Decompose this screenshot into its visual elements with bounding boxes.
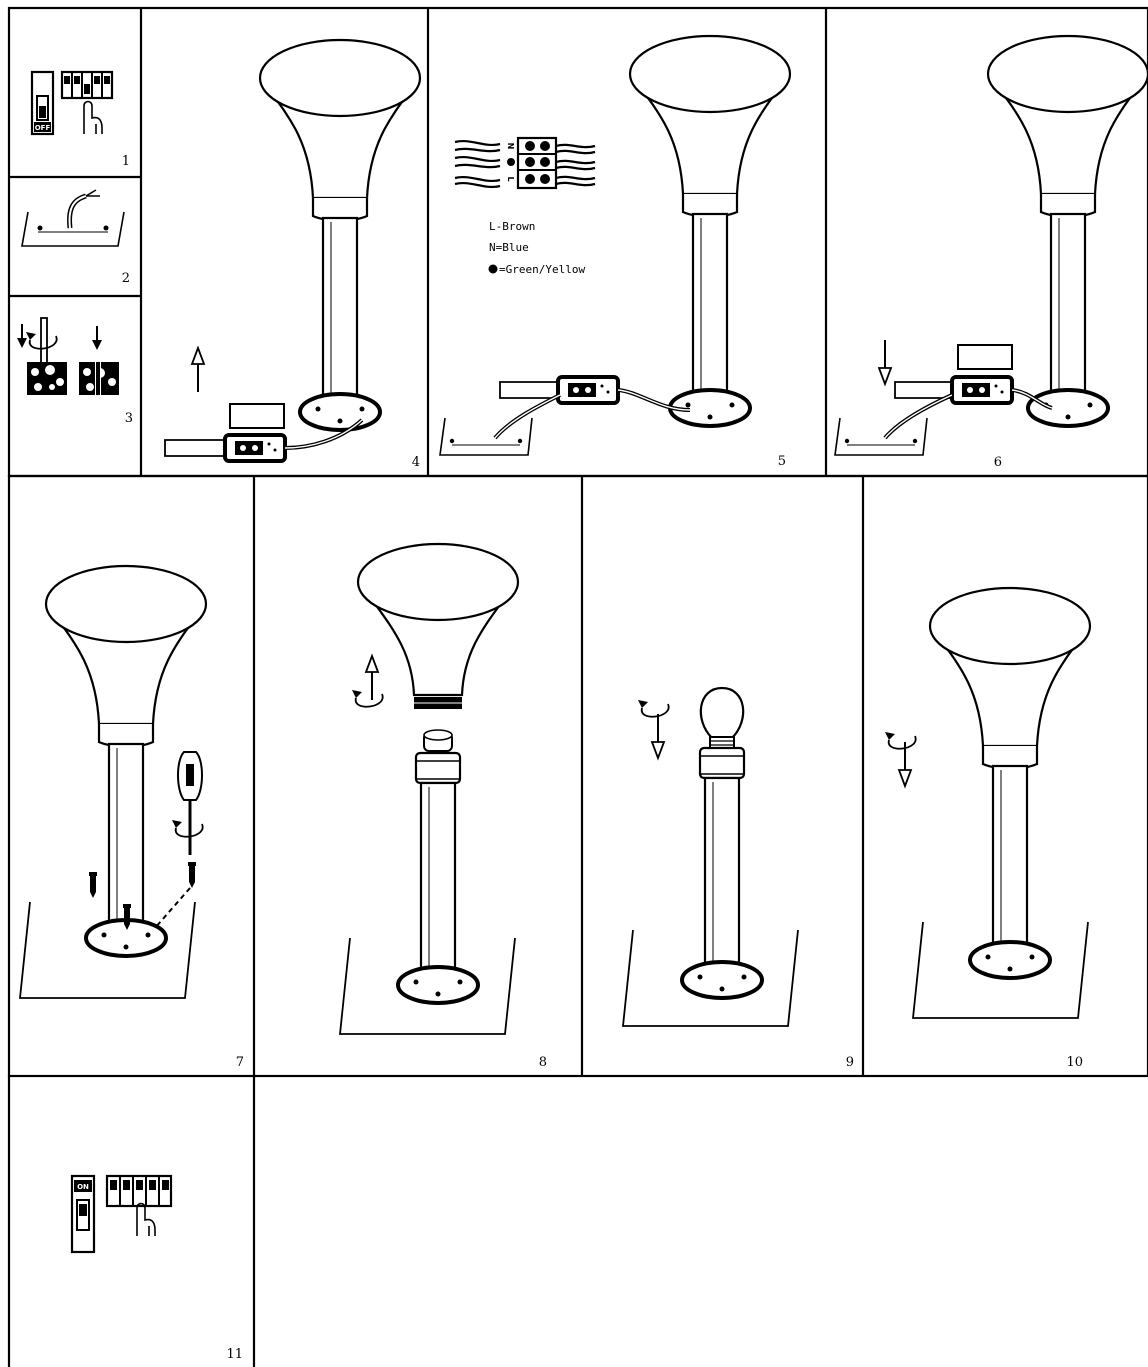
arrow-down-icon [651, 713, 665, 759]
rotate-icon [351, 689, 384, 708]
panel-10: 10 [884, 586, 1092, 1070]
screwdriver-icon [171, 751, 204, 855]
breaker-bank [105, 1174, 173, 1208]
step-number-3: 3 [125, 411, 133, 426]
panel-7: 7 [19, 564, 244, 1070]
post-with-socket [680, 746, 764, 1000]
junction-box-cover [229, 403, 285, 429]
switch-off-label: OFF [35, 124, 51, 132]
step-number-4: 4 [412, 455, 420, 470]
breaker-bank [60, 70, 114, 100]
junction-box [223, 433, 287, 463]
lamp-shade [356, 542, 520, 709]
rotate-icon [884, 731, 917, 750]
screw-icon [89, 872, 97, 898]
bollard-lamp [928, 586, 1092, 980]
junction-box [556, 375, 620, 405]
hand-icon [136, 1202, 156, 1237]
step-number-2: 2 [122, 271, 130, 286]
floor-conduit [834, 417, 928, 456]
arrow-down-icon [92, 326, 102, 350]
panel-11: ON 11 [70, 1174, 243, 1362]
step-number-7: 7 [236, 1055, 244, 1070]
step-number-6: 6 [994, 455, 1002, 470]
panel-grid [7, 6, 1148, 1367]
panel-5: N L L-Brown N=Blue =Green/Yellow 5 [439, 34, 792, 469]
step-number-9: 9 [846, 1055, 854, 1070]
terminal-letter-l: L [506, 176, 515, 181]
bollard-lamp [258, 38, 422, 432]
panel-4: 4 [164, 38, 422, 470]
light-bulb [699, 686, 745, 750]
arrow-up-icon [365, 655, 379, 701]
supply-cable [493, 393, 561, 440]
legend-brown: L-Brown [489, 220, 535, 233]
terminal-letter-n: N [506, 143, 515, 150]
panel-3: 3 [17, 317, 133, 426]
legend-blue: N=Blue [489, 241, 529, 254]
wall-block-icon [79, 362, 119, 395]
arrow-down-icon [17, 324, 27, 348]
earth-dot-icon [507, 158, 515, 166]
step-number-11: 11 [226, 1347, 243, 1362]
wall-block-icon [27, 362, 67, 395]
junction-box [950, 375, 1014, 405]
panel-9: 9 [622, 686, 854, 1070]
panel-2: 2 [21, 189, 130, 286]
panel-8: 8 [339, 542, 547, 1070]
panel-1: OFF 1 [30, 70, 130, 169]
rotate-icon [637, 699, 670, 718]
legend-dot-icon [488, 264, 498, 274]
floor-conduit [439, 417, 533, 456]
bollard-lamp [628, 34, 792, 428]
drill-icon [25, 317, 58, 365]
arrow-down-icon [878, 339, 892, 385]
breaker-switch: OFF [30, 70, 55, 136]
switch-on-label: ON [77, 1183, 89, 1191]
supply-cable [883, 393, 953, 440]
breaker-switch: ON [70, 1174, 96, 1254]
step-number-1: 1 [122, 154, 130, 169]
step-number-8: 8 [539, 1055, 547, 1070]
post-with-socket [396, 729, 480, 1005]
step-number-10: 10 [1066, 1055, 1083, 1070]
hand-icon [83, 100, 103, 135]
panel-6: 6 [834, 34, 1148, 470]
step-number-5: 5 [778, 454, 786, 469]
screw-icon [188, 862, 196, 888]
legend-green-yellow: =Green/Yellow [499, 263, 585, 276]
terminal-block: N L [454, 136, 596, 190]
junction-box-cover [957, 344, 1013, 370]
arrow-up-icon [191, 347, 205, 393]
